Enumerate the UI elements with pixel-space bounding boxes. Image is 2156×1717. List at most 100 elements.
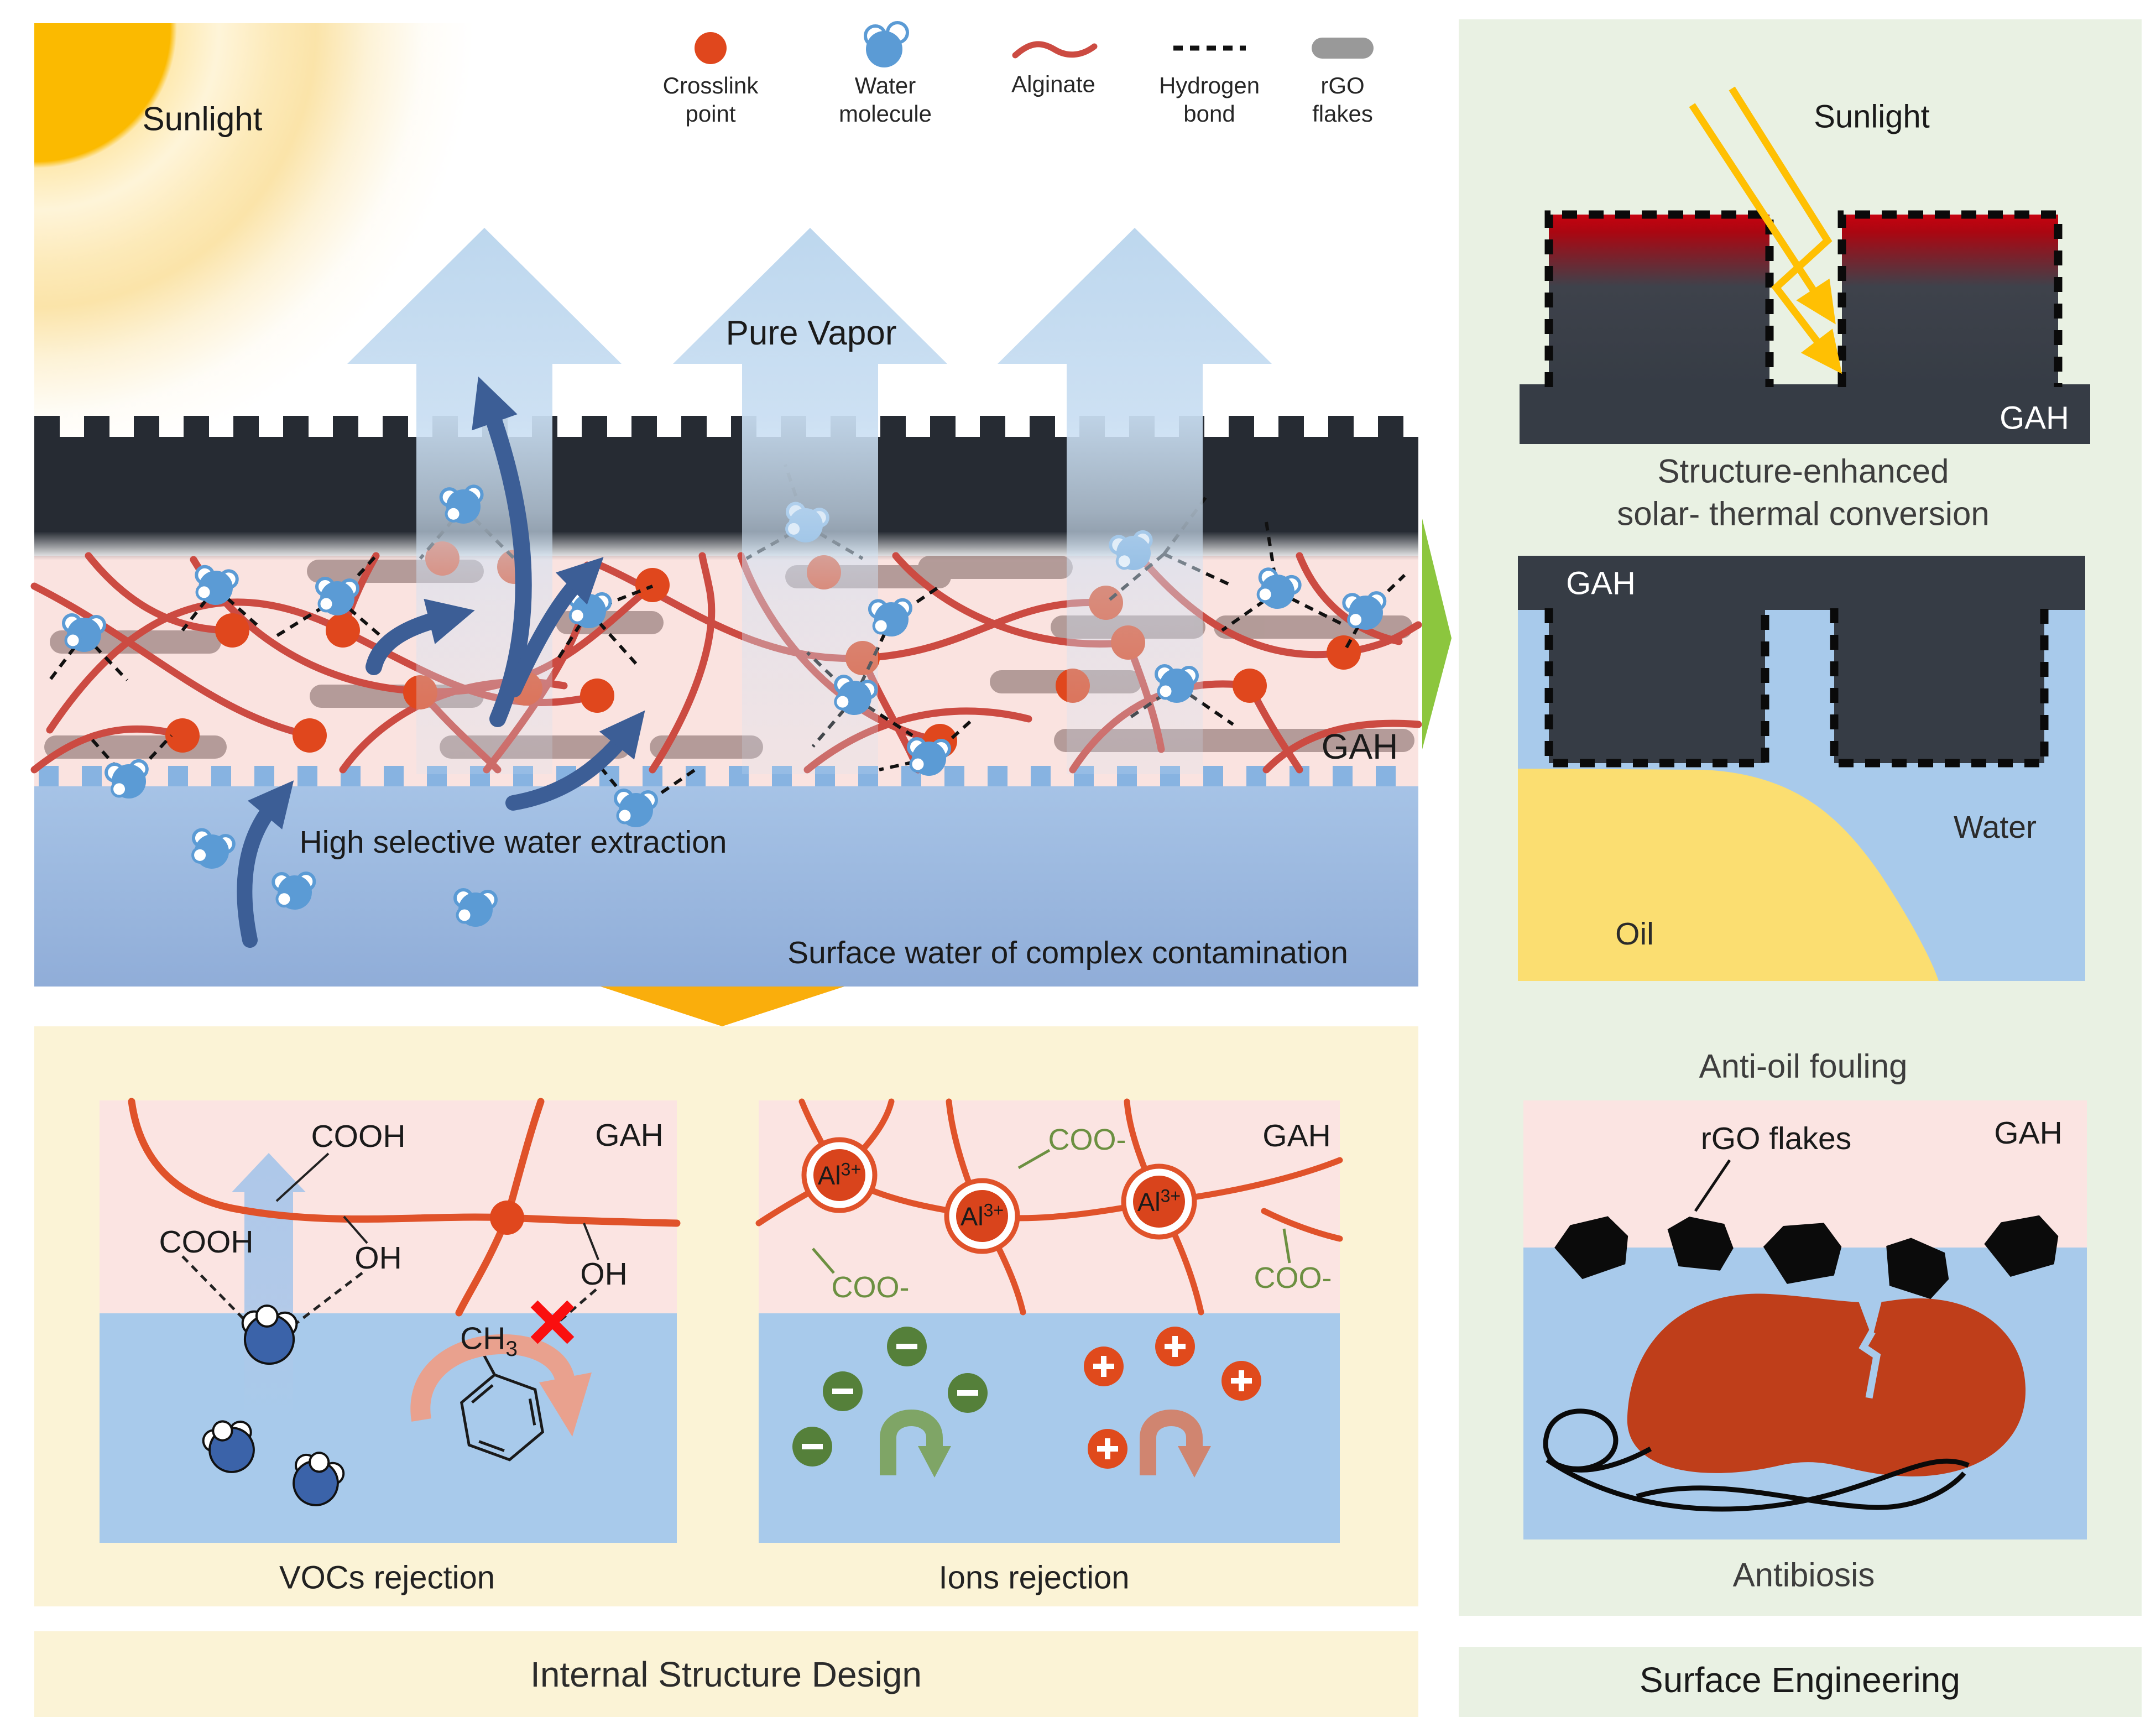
rgo-label-line [1694,1159,1731,1212]
gah-label-ions: GAH [1262,1118,1331,1154]
network-foreground [62,376,1387,948]
antioil-pillar-right [1834,608,2044,763]
water-molecule-icon [195,565,239,605]
al-ion-icon [944,1178,1020,1254]
coo-left-label: COO- [831,1271,910,1304]
oil-label: Oil [1615,916,1654,952]
water-molecule-icon [191,828,236,869]
ch3-subscript: 3 [505,1337,518,1361]
flow-arrowhead [247,780,294,829]
bacterium-body [1627,1293,2026,1476]
internal-structure-diagrams [34,1026,1418,1606]
al-text: Al [817,1161,841,1191]
vocs-crosslink-point [490,1201,524,1235]
water-molecule-icon [62,613,106,652]
water-molecule-icon [241,1304,298,1365]
flow-arrow-icon [505,728,633,811]
solar-caption-line2: solar- thermal conversion [1617,495,1990,533]
ions-connectors [812,1149,1291,1274]
left-footer-title: Internal Structure Design [530,1654,922,1694]
water-molecule-icon [1155,664,1199,703]
legend-label-water: Water molecule [838,72,932,127]
coo-top-label: COO- [1048,1123,1126,1157]
extraction-label: High selective water extraction [299,824,727,860]
flow-arrowhead [599,710,645,760]
water-molecule-icon [272,871,316,910]
down-arrow-icon [601,987,844,1026]
flow-arrow-icon [237,797,281,948]
sun-clip [34,23,753,742]
rgo-flake-icon [1554,1216,1628,1280]
solar-base-slab [1520,384,2090,444]
vapor-arrow-icon [347,228,622,774]
crosslink-point-icon [695,32,727,64]
al-ion-label-1: Al3+ [818,1159,861,1192]
pure-vapor-arrows [347,228,1272,774]
al-superscript: 3+ [983,1200,1004,1220]
solar-pillar-left [1549,215,1769,386]
rgo-flakes-icon [1312,38,1374,59]
coo-right-label: COO- [1254,1261,1332,1295]
al-text: Al [960,1202,984,1231]
green-arrow-triangle [1422,519,1452,749]
down-arrow-triangle [601,987,844,1026]
al-ion-label-2: Al3+ [960,1200,1004,1233]
water-molecule-icon [202,1420,255,1473]
anti-gah-region [1523,1100,2087,1248]
cooh-top-label: COOH [311,1119,406,1155]
legend-label-crosslink: Crosslink point [662,72,759,127]
al-superscript: 3+ [841,1159,862,1180]
gah-label-main: GAH [1321,726,1398,766]
al-superscript: 3+ [1160,1186,1181,1206]
rgo-flake-icon [1667,1217,1734,1271]
cation-icons [1084,1327,1261,1469]
surface-engineering-strip [1459,1647,2142,1717]
water-molecule-icon [439,484,484,524]
anion-icons [792,1327,988,1467]
anion-uturn-arrow [880,1410,943,1475]
bounce-arc [410,1334,576,1422]
rgo-flake-icon [1984,1215,2059,1277]
legend-label-rgo: rGO flakes [1312,72,1373,127]
sun-ray-head [1800,328,1842,374]
ch3-label: CH3 [460,1320,518,1363]
vocs-gah-region [100,1100,677,1313]
antioil-oil-region [1518,769,1939,981]
rejection-x-icon [530,1300,575,1344]
bacterium-crack-slit [1859,1329,1881,1399]
water-molecule-icon [614,789,658,827]
gah-label-oil: GAH [1566,565,1636,602]
rgo-flake-icon [1763,1223,1842,1284]
legend-label-hydrogen: Hydrogen bond [1158,72,1260,127]
cross-section-diagram [30,228,1422,987]
anti-caption: Antibiosis [1732,1556,1875,1594]
flagella [1543,1408,1970,1512]
al-ion-label-3: Al3+ [1137,1186,1181,1218]
al-text: Al [1137,1187,1161,1217]
flow-arrowhead [555,557,604,605]
cation-uturn-arrow [1140,1410,1203,1475]
gah-label-vocs: GAH [595,1118,664,1154]
water-molecule-icon [863,21,909,71]
water-molecule-icon [567,588,612,628]
right-footer-title: Surface Engineering [1640,1659,1960,1700]
gah-label-solar: GAH [2000,400,2069,436]
cooh-left-label: COOH [159,1224,254,1260]
al-ion-icon [1121,1163,1197,1240]
hydrogen-bond-icon [1173,45,1246,51]
legend-label-alginate: Alginate [1011,71,1095,97]
photothermal-dark-layer [34,416,1418,532]
rgo-flakes-label: rGO flakes [1700,1121,1852,1157]
dark-layer-fade [34,531,1418,560]
ions-caption: Ions rejection [938,1559,1130,1596]
vocs-caption: VOCs rejection [279,1559,495,1596]
antioil-slab-top [1518,556,2085,610]
sun-ray-head [1796,278,1836,325]
solar-dashed-outline [1544,210,2063,387]
vocs-water-region [100,1313,677,1543]
water-molecule-icon [907,737,951,776]
water-molecule-icon [293,1452,345,1506]
oil-caption: Anti-oil fouling [1699,1047,1908,1085]
pure-vapor-label: Pure Vapor [725,314,897,353]
